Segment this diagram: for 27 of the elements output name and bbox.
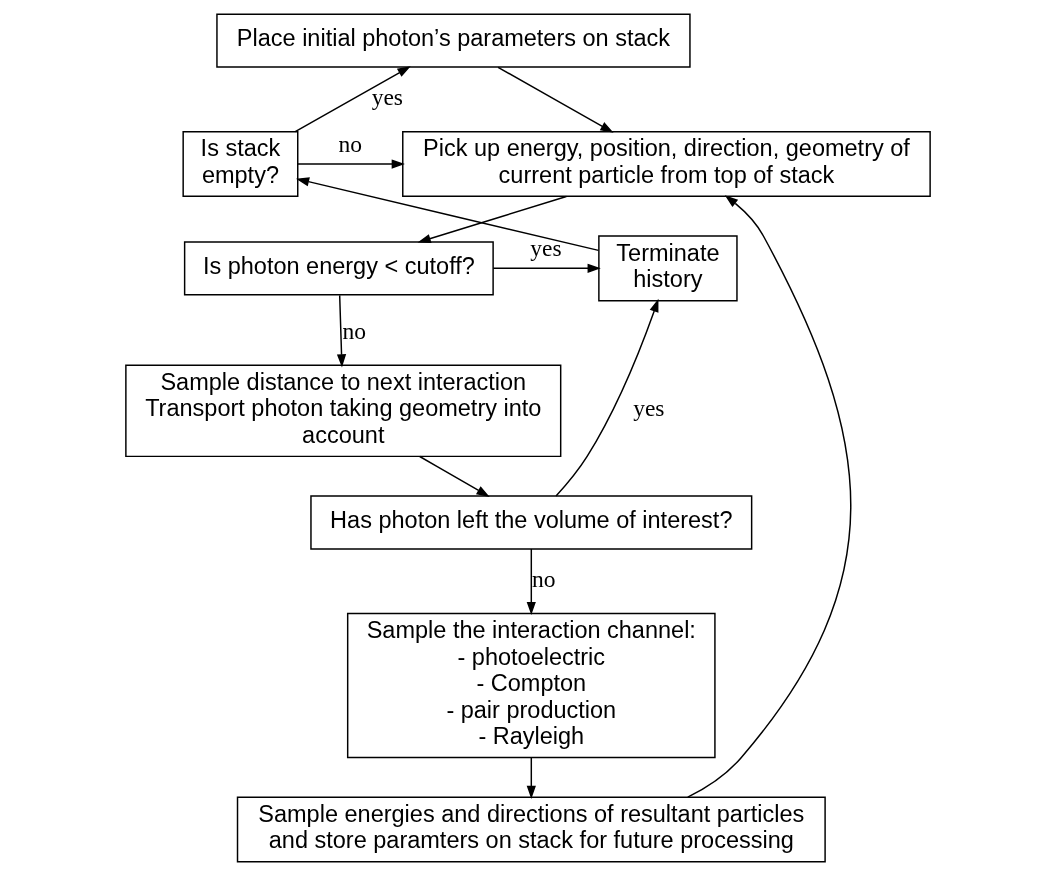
arrow <box>526 756 536 799</box>
node-box: Is stack empty? <box>182 131 299 198</box>
arrow <box>417 195 568 244</box>
arrow <box>555 298 659 497</box>
edge-label: no <box>338 131 363 157</box>
edge-label: yes <box>530 235 562 262</box>
arrow <box>295 177 600 252</box>
arrow <box>294 66 411 133</box>
arrow <box>492 263 601 273</box>
edge-label: yes <box>371 83 404 110</box>
node-box: Is photon energy < cutoff? <box>183 241 494 296</box>
edge-label: no <box>532 565 556 592</box>
arrow <box>526 548 536 616</box>
edge-label: no <box>342 317 367 344</box>
node-box: Terminate history <box>598 235 738 302</box>
node-box: Sample the interaction channel: - photoelectric - Compton - pair production - Rayleigh <box>346 612 716 759</box>
arrow <box>687 195 852 798</box>
node-box: Sample distance to next interaction Transport photon taking geometry into account <box>125 364 562 458</box>
arrow <box>497 66 614 133</box>
node-box: Sample energies and directions of resultant particles and store paramters on stack for future processing <box>236 796 826 863</box>
arrow <box>419 455 490 497</box>
arrow <box>336 294 347 368</box>
node-box: Pick up energy, position, direction, geometry of current particle from top of stack <box>402 131 931 198</box>
node-box: Place initial photon’s parameters on stack <box>216 13 691 68</box>
node-box: Has photon left the volume of interest? <box>310 495 753 550</box>
arrow <box>297 159 405 169</box>
edge-label: yes <box>633 395 665 422</box>
